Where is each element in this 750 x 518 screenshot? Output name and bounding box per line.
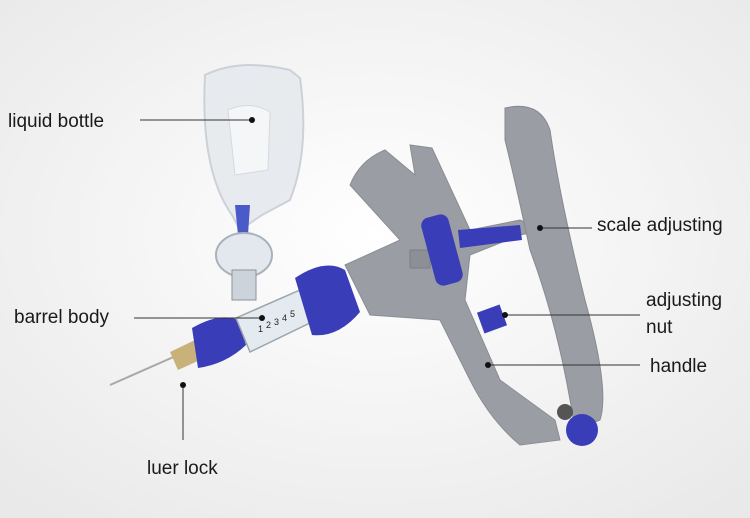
- dot-barrel-body: [259, 315, 265, 321]
- gun-body: [344, 105, 604, 446]
- label-barrel-body: barrel body: [14, 307, 110, 328]
- scale-mark: 5: [290, 309, 295, 319]
- barrel-scale: 1 2 3 4 5: [258, 309, 295, 334]
- needle: [109, 354, 179, 386]
- dot-luer-lock: [180, 382, 186, 388]
- dot-handle: [485, 362, 491, 368]
- luer-lock: [170, 317, 246, 370]
- scale-mark: 1: [258, 324, 263, 334]
- scale-mark: 4: [282, 313, 287, 323]
- liquid-bottle: [203, 64, 305, 301]
- dot-adjusting-nut: [502, 312, 508, 318]
- leader-lines: [134, 119, 640, 440]
- label-adjusting-nut-line2: nut: [646, 317, 673, 338]
- scale-mark: 3: [274, 317, 279, 327]
- label-luer-lock: luer lock: [147, 458, 218, 479]
- label-adjusting-nut-line1: adjusting: [646, 290, 723, 311]
- dot-liquid-bottle: [249, 117, 255, 123]
- dot-scale-adjusting: [537, 225, 543, 231]
- label-handle: handle: [650, 356, 708, 377]
- label-liquid-bottle: liquid bottle: [8, 111, 105, 132]
- label-scale-adjusting: scale adjusting: [597, 215, 723, 236]
- scale-mark: 2: [266, 320, 271, 330]
- barrel-body: [235, 265, 360, 354]
